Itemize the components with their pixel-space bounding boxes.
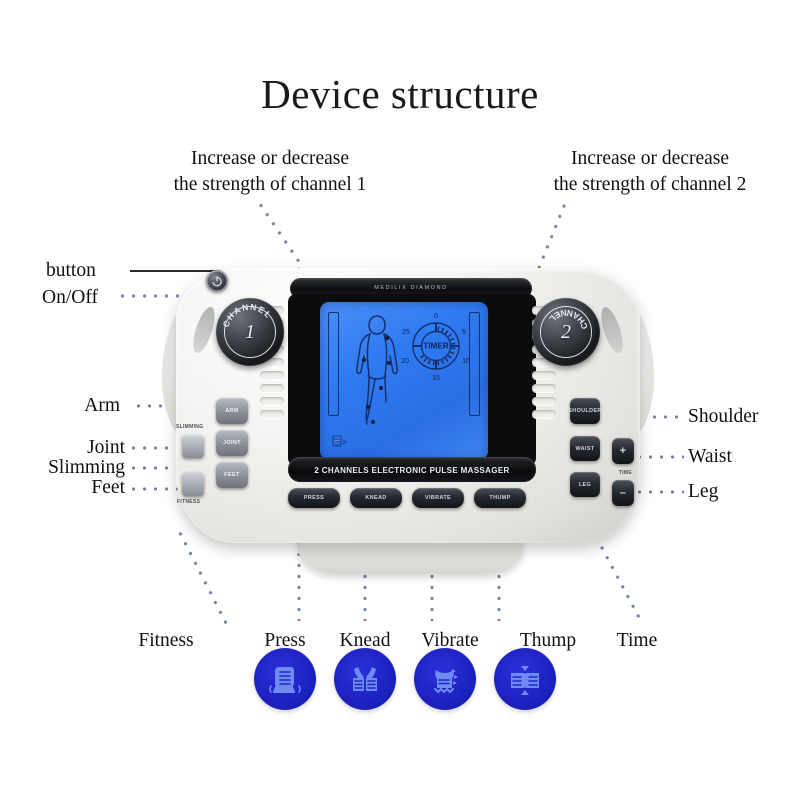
power-button[interactable] — [206, 270, 228, 292]
channel-2-knob-text: CHANNEL — [546, 308, 588, 331]
vibrate-hand-icon — [434, 669, 458, 693]
product-name-band: 2 CHANNELS ELECTRONIC PULSE MASSAGER — [288, 457, 536, 482]
timer-tick-0: 0 — [434, 313, 438, 320]
vent-slot — [532, 384, 556, 392]
press-hand-icon — [269, 667, 301, 693]
callout-power-onoff-label: On/Off — [42, 287, 98, 308]
channel-1-knob[interactable]: CHANNEL 1 — [216, 298, 284, 366]
channel-1-knob-ring — [224, 306, 276, 358]
slimming-button[interactable] — [182, 435, 204, 458]
connector-power-dots — [117, 294, 215, 298]
timer-tick-10: 10 — [462, 358, 470, 365]
connector-channel1 — [256, 199, 303, 266]
lcd-left-level-bar — [328, 312, 339, 416]
vibrate-button[interactable]: VIBRATE — [412, 488, 464, 508]
shoulder-button[interactable]: SHOULDER — [568, 398, 601, 424]
connector-thump — [497, 527, 501, 621]
callout-waist: Waist — [688, 446, 732, 467]
knead-button[interactable]: KNEAD — [350, 488, 402, 508]
callout-fitness: Fitness — [138, 630, 194, 651]
callout-leg: Leg — [688, 481, 719, 502]
time-minus-button[interactable]: – — [612, 480, 634, 506]
waist-button[interactable]: WAIST — [570, 436, 600, 461]
pulse-massager-device: MEDILIX DIAMOND — [162, 258, 654, 574]
callout-arm: Arm — [84, 395, 120, 416]
vent-slot — [532, 358, 556, 366]
joint-button[interactable]: JOINT — [216, 430, 248, 456]
connector-vibrate — [430, 527, 434, 621]
vent-slot — [260, 397, 284, 405]
time-plus-button[interactable]: + — [612, 438, 634, 464]
callout-thump: Thump — [519, 630, 577, 651]
fitness-button[interactable] — [182, 472, 204, 496]
channel-1-knob-text: CHANNEL — [221, 302, 273, 329]
callout-time: Time — [616, 630, 658, 651]
callout-channel1-line2: the strength of channel 1 — [173, 174, 367, 195]
leg-button[interactable]: LEG — [570, 472, 600, 497]
callout-channel2-line1: Increase or decrease — [570, 148, 730, 169]
timer-tick-20: 20 — [401, 358, 409, 365]
connector-press — [297, 527, 301, 621]
callout-joint: Joint — [87, 437, 125, 458]
power-icon — [212, 276, 222, 287]
callout-power-button-label: button — [46, 260, 96, 281]
press-mode-icon — [254, 648, 316, 710]
knead-mode-icon — [334, 648, 396, 710]
callout-channel1-line1: Increase or decrease — [190, 148, 350, 169]
feet-button[interactable]: FEET — [216, 462, 248, 488]
brand-band: MEDILIX DIAMOND — [290, 278, 532, 299]
vent-slot — [260, 384, 284, 392]
connector-knead — [363, 527, 367, 621]
thump-fists-icon — [511, 666, 539, 695]
body-figure-icon — [356, 315, 398, 425]
channel-1-knob-number: 1 — [245, 320, 255, 343]
time-label: TIME — [618, 470, 632, 476]
callout-slimming: Slimming — [48, 457, 125, 478]
lcd-corner-logo-icon — [332, 435, 348, 447]
slimming-side-label: SLIMMING — [176, 424, 204, 430]
connector-power-solid — [130, 270, 220, 272]
page-title: Device structure — [261, 71, 539, 117]
callout-feet: Feet — [91, 477, 125, 498]
callout-press: Press — [264, 630, 306, 651]
channel-2-knob-number: 2 — [561, 320, 571, 343]
timer-tick-marks — [420, 326, 456, 366]
callout-channel2-line2: the strength of channel 2 — [553, 174, 747, 195]
connector-slimming — [128, 466, 220, 470]
callout-knead: Knead — [339, 630, 391, 651]
channel-2-knob[interactable]: CHANNEL 2 — [532, 298, 600, 366]
arm-button[interactable]: ARM — [216, 398, 248, 424]
timer-tick-25: 25 — [402, 329, 410, 336]
mode-icon-row — [0, 648, 800, 728]
vent-slot — [532, 397, 556, 405]
vent-slot — [532, 410, 556, 418]
press-button[interactable]: PRESS — [288, 488, 340, 508]
callout-channel1: Increase or decrease the strength of cha… — [120, 146, 420, 198]
timer-tick-15: 15 — [432, 375, 440, 382]
thump-button[interactable]: THUMP — [474, 488, 526, 508]
timer-dial: TIMER 0 5 10 15 20 25 — [401, 313, 470, 382]
channel-2-knob-ring — [540, 306, 592, 358]
knead-hands-icon — [353, 667, 377, 691]
callout-vibrate: Vibrate — [421, 630, 479, 651]
lcd-screen: TIMER 0 5 10 15 20 25 — [320, 302, 488, 460]
lcd-right-level-bar — [469, 312, 480, 416]
thump-mode-icon — [494, 648, 556, 710]
timer-tick-5: 5 — [462, 329, 466, 336]
fitness-side-label: FITNESS — [177, 499, 201, 505]
callout-shoulder: Shoulder — [688, 406, 759, 427]
vibrate-mode-icon — [414, 648, 476, 710]
timer-label: TIMER — [423, 342, 449, 351]
vent-slot — [260, 358, 284, 366]
vent-slot — [532, 371, 556, 379]
vent-slot — [260, 371, 284, 379]
callout-channel2: Increase or decrease the strength of cha… — [500, 146, 800, 198]
vent-slot — [260, 410, 284, 418]
